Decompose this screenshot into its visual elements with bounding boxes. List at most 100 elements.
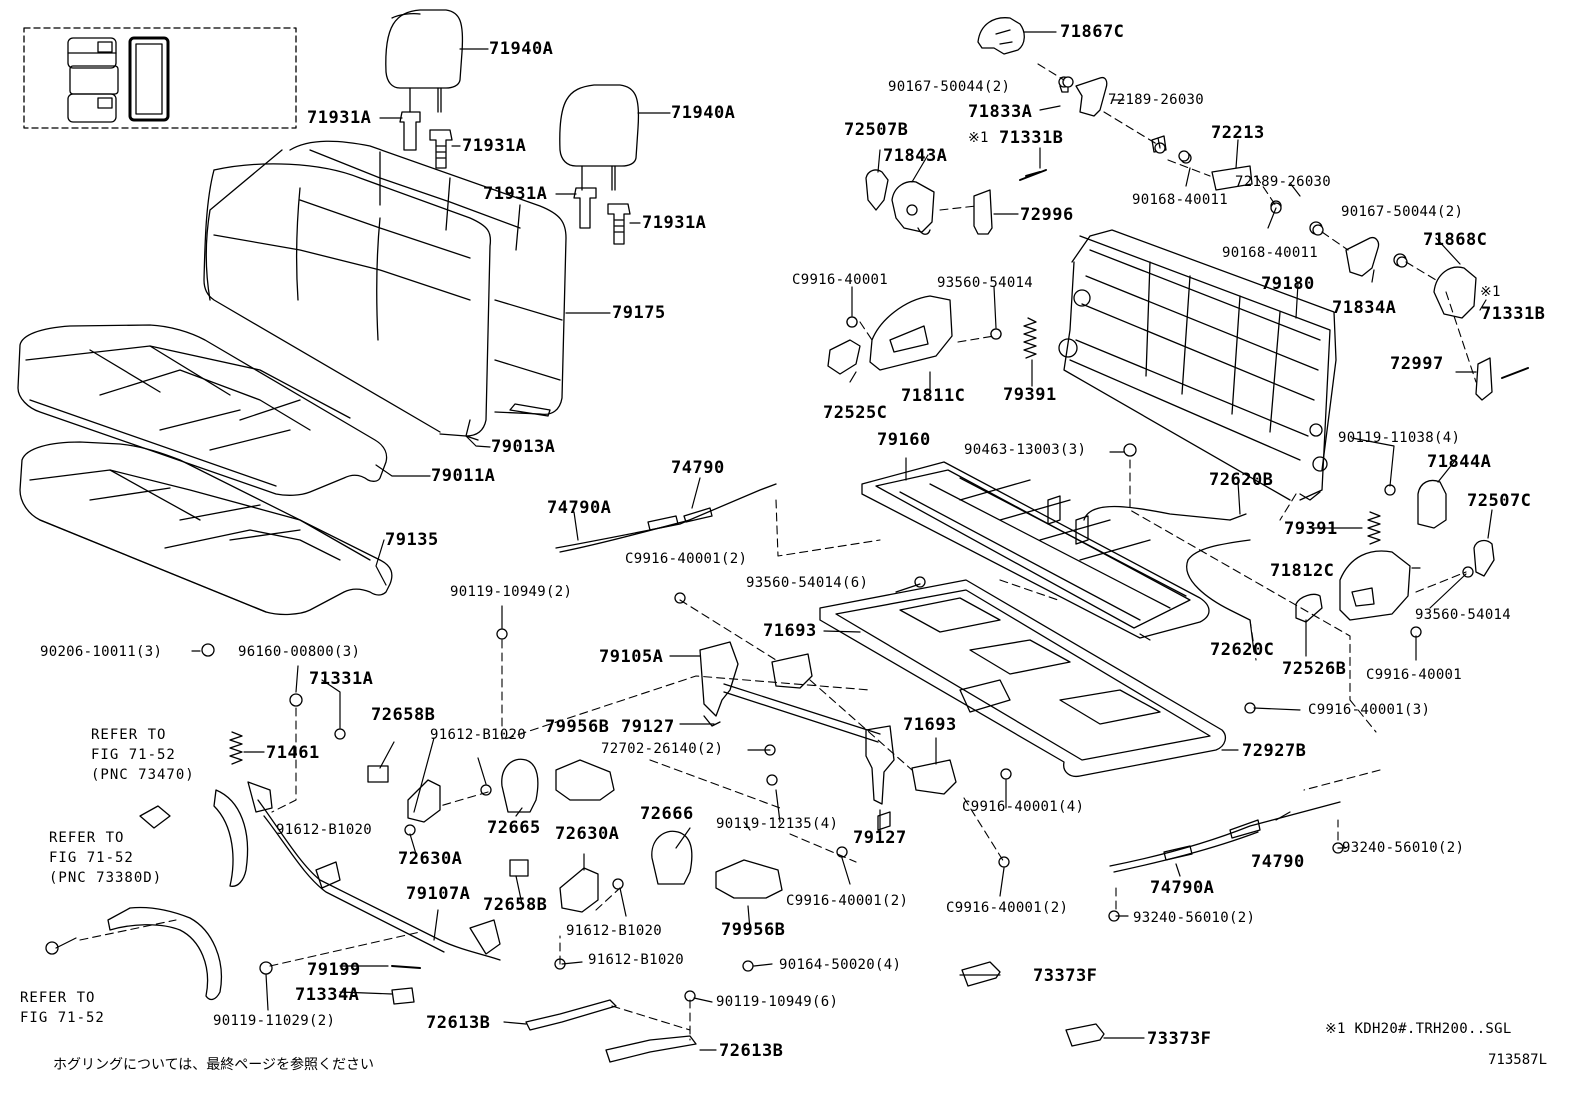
label-74790A-lower: 74790A: [1150, 878, 1215, 898]
seat-belt-74790-lower: [1110, 802, 1340, 872]
label-C9916-40001-3: C9916-40001(3): [1308, 702, 1431, 718]
footnote-kdh20: ※1 KDH20#.TRH200..SGL: [1325, 1021, 1512, 1037]
label-79135: 79135: [385, 530, 439, 550]
label-79180: 79180: [1261, 274, 1315, 294]
seat-belt-74790-upper: [556, 484, 776, 552]
label-71334A: 71334A: [295, 985, 360, 1005]
label-71834A: 71834A: [1332, 298, 1397, 318]
bracket-71693-upper: [772, 654, 812, 688]
cover-71812C: [1340, 551, 1410, 620]
knob-72666: [652, 831, 692, 884]
assembly-lines: [80, 64, 1476, 1040]
label-90167-50044-2-right: 90167-50044(2): [1341, 204, 1464, 220]
spring-79391: [1024, 318, 1036, 358]
cover-71867C: [978, 18, 1024, 54]
label-72526B: 72526B: [1282, 659, 1347, 679]
bracket-72613B-upper: [526, 1000, 616, 1030]
label-79160: 79160: [877, 430, 931, 450]
refer-note-71-52-line2: FIG 71-52: [20, 1010, 105, 1026]
bracket-71693-lower: [912, 760, 956, 794]
label-93560-54014-upper: 93560-54014: [937, 275, 1034, 291]
label-90119-10949-6: 90119-10949(6): [716, 994, 839, 1010]
note-mark-2: ※1: [1480, 284, 1501, 300]
label-71940A-left: 71940A: [489, 39, 554, 59]
label-79956B-lower: 79956B: [721, 920, 786, 940]
leader-lines: [56, 32, 1492, 1050]
label-91612-B1020-upper: 91612-B1020: [430, 727, 527, 743]
bracket-73373F-lower: [1066, 1024, 1104, 1046]
cover-72996: [974, 170, 1046, 234]
label-72630A-upper: 72630A: [555, 824, 620, 844]
knob-72665: [502, 759, 538, 812]
label-72620C: 72620C: [1210, 640, 1275, 660]
label-79011A: 79011A: [431, 466, 496, 486]
refer-note-73380D-line2: FIG 71-52: [49, 850, 134, 866]
label-79391-right: 79391: [1284, 519, 1338, 539]
label-71843A: 71843A: [883, 146, 948, 166]
label-71931A-1: 71931A: [307, 108, 372, 128]
label-72507B: 72507B: [844, 120, 909, 140]
label-72213: 72213: [1211, 123, 1265, 143]
headrest-right: [560, 85, 639, 244]
label-79391-upper: 79391: [1003, 385, 1057, 405]
lever-79956B-upper: [556, 760, 614, 800]
label-71461: 71461: [266, 743, 320, 763]
label-90164-50020-4: 90164-50020(4): [779, 957, 902, 973]
label-93560-54014-6: 93560-54014(6): [746, 575, 869, 591]
refer-note-71-52: REFER TO FIG 71-52: [20, 988, 105, 1028]
refer-note-73380D-line1: REFER TO: [49, 830, 125, 846]
label-79127-lower: 79127: [853, 828, 907, 848]
bracket-71834A: [1346, 238, 1379, 276]
label-74790A-upper: 74790A: [547, 498, 612, 518]
label-79175: 79175: [612, 303, 666, 323]
label-71833A: 71833A: [968, 102, 1033, 122]
headrest-left: [386, 10, 463, 168]
label-71867C: 71867C: [1060, 22, 1125, 42]
spring-79391-right: [1368, 512, 1380, 544]
label-90463-13003-3: 90463-13003(3): [964, 442, 1087, 458]
label-71812C: 71812C: [1270, 561, 1335, 581]
label-73373F-upper: 73373F: [1033, 966, 1098, 986]
label-72996: 72996: [1020, 205, 1074, 225]
label-71931A-2: 71931A: [462, 136, 527, 156]
refer-note-73380D: REFER TO FIG 71-52 (PNC 73380D): [49, 828, 162, 888]
label-90168-40011-bottom: 90168-40011: [1222, 245, 1319, 261]
refer-note-73470-line3: (PNC 73470): [91, 767, 195, 783]
label-72702-26140-2: 72702-26140(2): [601, 741, 724, 757]
label-71693-lower: 71693: [903, 715, 957, 735]
seat-layout-inset: [24, 28, 296, 128]
label-71331B-right: 71331B: [1481, 304, 1546, 324]
label-93560-54014-right: 93560-54014: [1415, 607, 1512, 623]
cable-72620C: [1187, 540, 1250, 620]
seat-cushion-79011A: [18, 325, 387, 495]
label-79127-upper: 79127: [621, 717, 675, 737]
label-93240-56010-2-lower: 93240-56010(2): [1133, 910, 1256, 926]
label-90119-12135-4: 90119-12135(4): [716, 816, 839, 832]
label-C9916-40001-2-lower: C9916-40001(2): [786, 893, 909, 909]
label-71811C: 71811C: [901, 386, 966, 406]
cover-72997: [1476, 358, 1528, 400]
label-72613B-upper: 72613B: [426, 1013, 491, 1033]
label-79199: 79199: [307, 960, 361, 980]
label-79956B-upper: 79956B: [545, 717, 610, 737]
label-71331A: 71331A: [309, 669, 374, 689]
bracket-72613B-lower: [606, 1036, 696, 1062]
label-79107A: 79107A: [406, 884, 471, 904]
label-71331B-top: 71331B: [999, 128, 1064, 148]
refer-note-73470-line2: FIG 71-52: [91, 747, 176, 763]
label-C9916-40001-2-upper: C9916-40001(2): [625, 551, 748, 567]
label-79105A: 79105A: [599, 647, 664, 667]
refer-note-73470: REFER TO FIG 71-52 (PNC 73470): [91, 725, 195, 785]
label-90168-40011-top: 90168-40011: [1132, 192, 1229, 208]
label-72613B-lower: 72613B: [719, 1041, 784, 1061]
label-71844A: 71844A: [1427, 452, 1492, 472]
label-72658B-lower: 72658B: [483, 895, 548, 915]
label-72665: 72665: [487, 818, 541, 838]
seat-track-79107A: [248, 782, 500, 960]
clip-71334A: [392, 966, 420, 1004]
seat-track-79105A: [700, 642, 894, 830]
refer-note-71-52-line1: REFER TO: [20, 990, 96, 1006]
label-90119-11038-4: 90119-11038(4): [1338, 430, 1461, 446]
